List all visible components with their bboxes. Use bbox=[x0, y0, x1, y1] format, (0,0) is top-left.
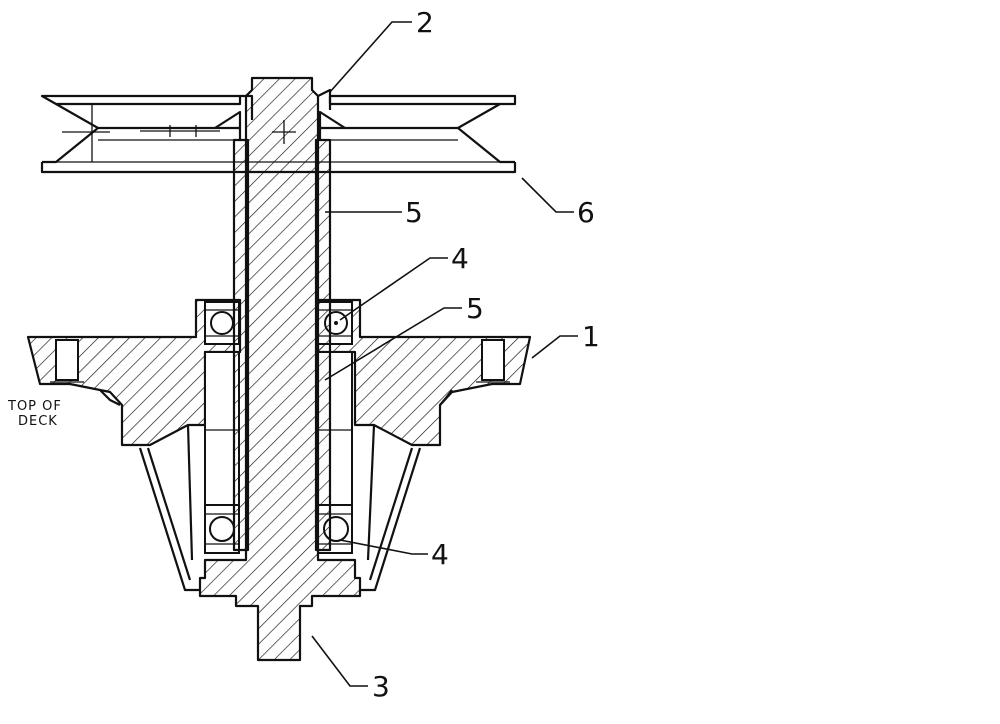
top-of-deck-line1: TOP OF bbox=[7, 399, 62, 414]
callout-5-upper: 5 bbox=[405, 196, 423, 229]
callout-1: 1 bbox=[582, 320, 600, 353]
pulley-hub bbox=[214, 110, 346, 140]
callouts: 2 5 6 4 5 1 4 3 bbox=[372, 6, 600, 703]
callout-6: 6 bbox=[577, 196, 595, 229]
callout-3: 3 bbox=[372, 670, 390, 703]
top-of-deck-line2: DECK bbox=[18, 414, 58, 429]
callout-2: 2 bbox=[416, 6, 434, 39]
top-of-deck-note: TOP OF DECK bbox=[7, 399, 62, 429]
callout-4-upper: 4 bbox=[451, 242, 469, 275]
leader-lines bbox=[311, 21, 578, 687]
callout-4-lower: 4 bbox=[431, 538, 449, 571]
spindle-housing bbox=[26, 298, 532, 592]
callout-5-lower: 5 bbox=[466, 292, 484, 325]
spindle-shaft bbox=[198, 76, 362, 662]
